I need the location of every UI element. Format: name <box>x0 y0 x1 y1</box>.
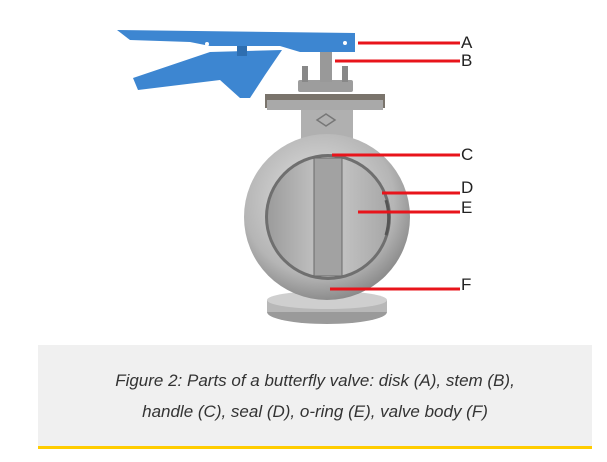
label-f: F <box>461 275 471 294</box>
caption-text: Figure 2: Parts of a butterfly valve: di… <box>115 365 515 427</box>
valve-illustration <box>117 30 410 324</box>
label-e: E <box>461 198 472 217</box>
label-c: C <box>461 145 473 164</box>
leader-lines <box>330 41 460 291</box>
label-d: D <box>461 178 473 197</box>
figure-caption: Figure 2: Parts of a butterfly valve: di… <box>38 345 592 449</box>
label-b: B <box>461 51 472 70</box>
label-a: A <box>461 33 473 52</box>
caption-line-1: Figure 2: Parts of a butterfly valve: di… <box>115 370 515 390</box>
butterfly-valve-figure: A B C D E F <box>117 30 473 324</box>
caption-line-2: handle (C), seal (D), o-ring (E), valve … <box>142 401 488 421</box>
